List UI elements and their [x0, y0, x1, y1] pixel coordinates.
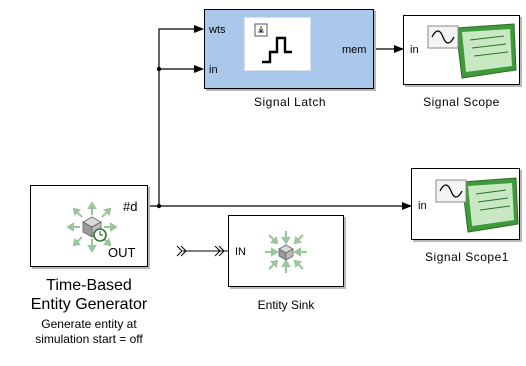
tbeg-name-line1: Time-Based: [46, 277, 132, 294]
signal-scope1-caption: Signal Scope1: [425, 250, 509, 264]
tbeg-caption: Time-Based Entity Generator Generate ent…: [0, 276, 178, 347]
signal-scope-caption: Signal Scope: [423, 95, 500, 109]
clock-icon: [93, 228, 107, 242]
scope1-port-in: in: [418, 200, 427, 212]
signal-scope-block[interactable]: in: [403, 15, 520, 85]
wire-d-to-latch-wts[interactable]: [148, 25, 204, 207]
latch-step-icon: [254, 23, 292, 64]
sink-port-in: IN: [235, 246, 246, 258]
scope-icon: [435, 177, 519, 233]
tbeg-port-d: #d: [123, 199, 138, 214]
branch-point: [156, 66, 162, 72]
latch-port-mem: mem: [342, 44, 367, 56]
tbeg-param-line2: simulation start = off: [35, 332, 143, 346]
signal-latch-block[interactable]: wts in mem: [204, 9, 374, 89]
time-based-entity-generator-block[interactable]: #d OUT: [30, 185, 148, 267]
tbeg-param-line1: Generate entity at: [41, 317, 137, 331]
entity-connection-line[interactable]: [176, 245, 228, 257]
latch-icon-panel: [244, 17, 311, 71]
entity-sink-icon: [265, 231, 307, 273]
entity-sink-caption: Entity Sink: [257, 298, 315, 312]
signal-scope1-block[interactable]: in: [411, 168, 520, 240]
scope-port-in: in: [410, 44, 419, 56]
branch-point: [156, 203, 162, 209]
entity-sink-block[interactable]: IN: [228, 215, 344, 287]
latch-port-wts: wts: [209, 24, 226, 36]
tbeg-name-line2: Entity Generator: [30, 296, 148, 313]
entity-generator-icon: [67, 202, 117, 252]
latch-port-in: in: [209, 64, 218, 76]
signal-latch-caption: Signal Latch: [253, 95, 327, 109]
scope-icon: [427, 23, 517, 79]
tbeg-port-out: OUT: [108, 245, 136, 260]
